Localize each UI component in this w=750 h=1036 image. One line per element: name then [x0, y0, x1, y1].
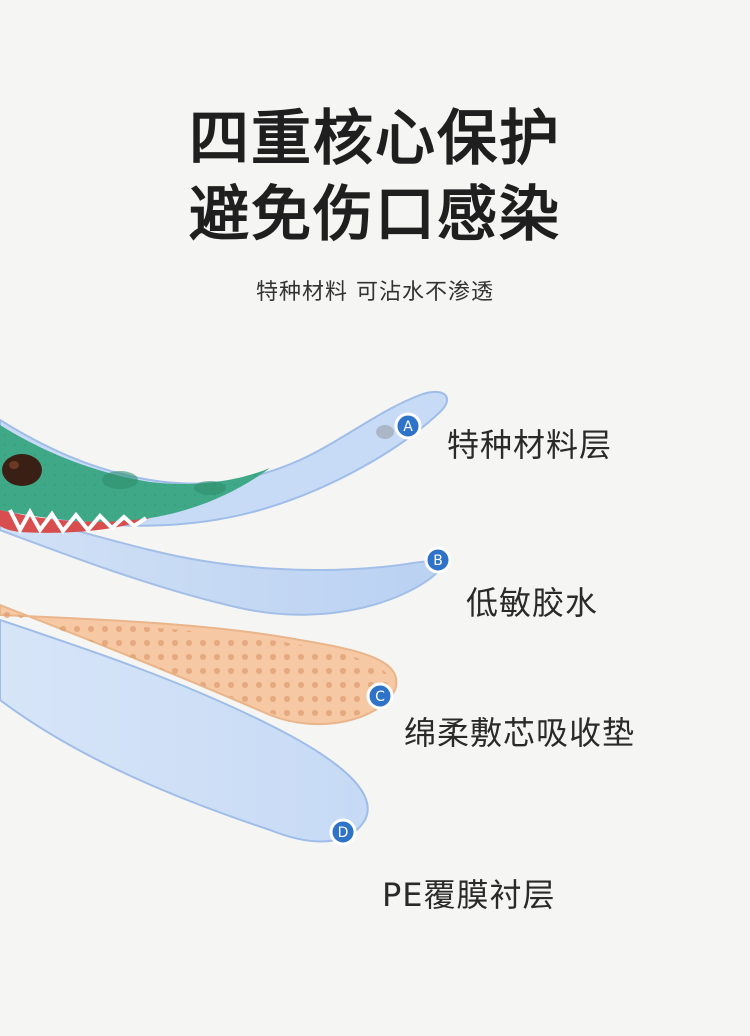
- crocodile-eye-icon: [2, 454, 42, 486]
- headline-line-2: 避免伤口感染: [189, 180, 561, 250]
- badge-d-icon: D: [329, 818, 357, 846]
- layer-label-d: PE覆膜衬层: [382, 876, 556, 914]
- bandage-layers-illustration: A B C D: [0, 390, 452, 846]
- headline-line-1: 四重核心保护: [189, 104, 561, 174]
- layer-d-pe-film: [0, 618, 369, 843]
- svg-text:C: C: [375, 689, 385, 705]
- badge-b-icon: B: [424, 546, 452, 574]
- svg-text:D: D: [338, 825, 349, 841]
- layer-label-b: 低敏胶水: [466, 584, 599, 622]
- layer-label-c: 绵柔敷芯吸收垫: [404, 714, 636, 752]
- svg-text:B: B: [433, 553, 443, 569]
- layer-label-a: 特种材料层: [447, 426, 613, 464]
- svg-text:A: A: [403, 419, 413, 435]
- badge-a-icon: A: [394, 412, 422, 440]
- badge-c-icon: C: [366, 682, 394, 710]
- subtitle: 特种材料 可沾水不渗透: [256, 280, 494, 305]
